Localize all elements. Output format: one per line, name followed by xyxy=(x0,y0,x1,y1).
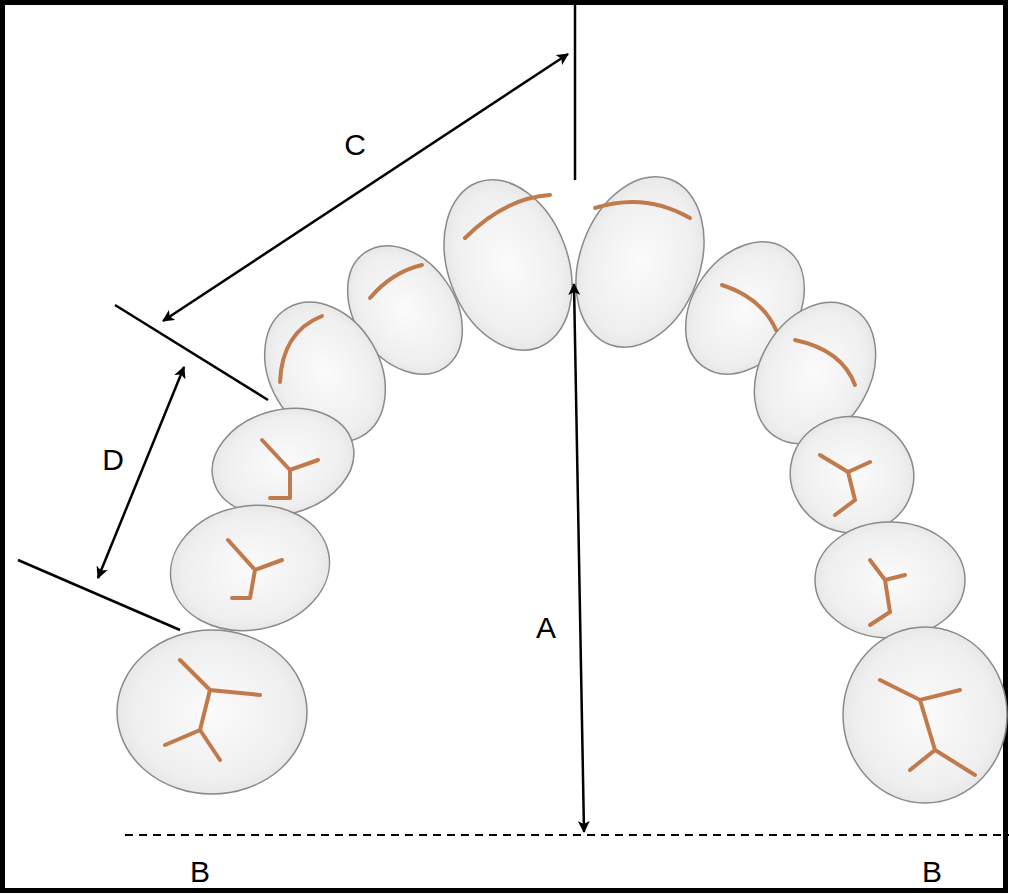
teeth xyxy=(117,159,1007,803)
dimension-label: C xyxy=(344,130,366,160)
dimension-label: B xyxy=(190,857,210,887)
measurement-lines xyxy=(18,0,1009,835)
dimension-label: D xyxy=(102,445,124,475)
dimension-label: A xyxy=(536,613,556,643)
occlusal-lines xyxy=(165,195,975,775)
dimension-label: B xyxy=(922,857,942,887)
